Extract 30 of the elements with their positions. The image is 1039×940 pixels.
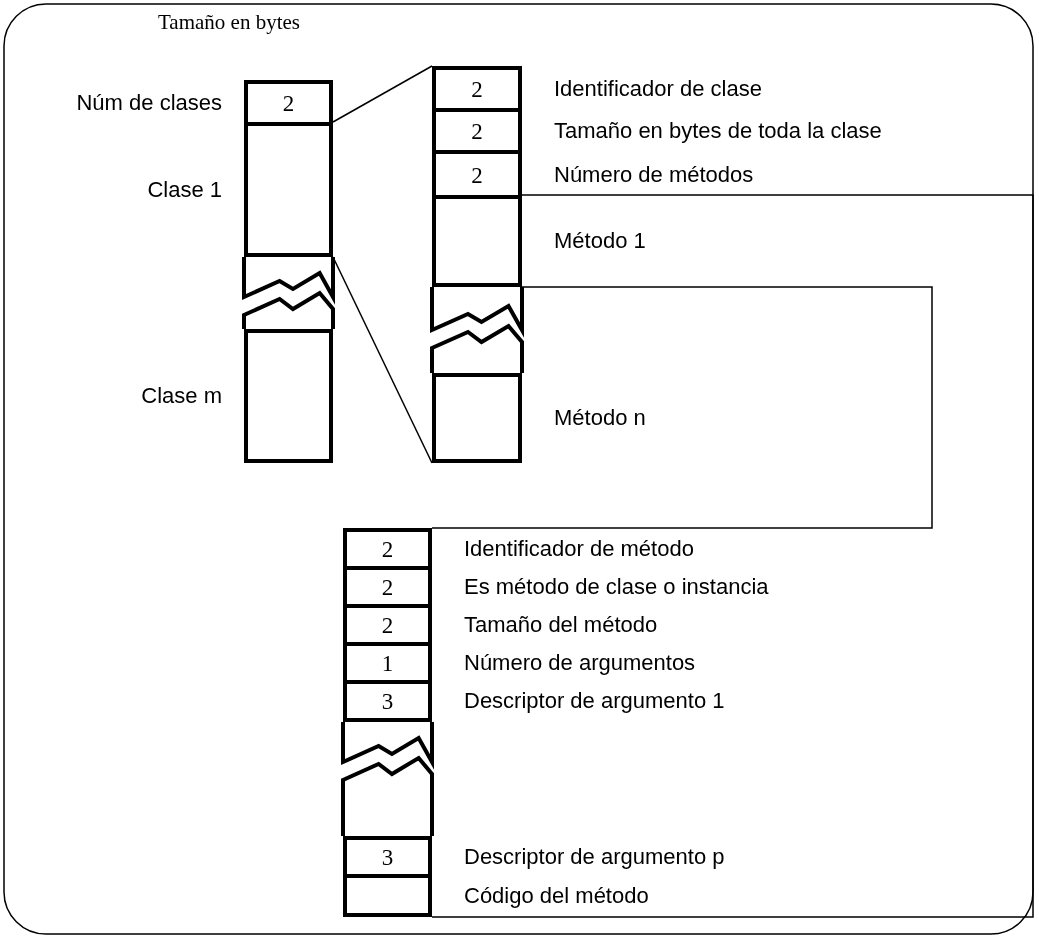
field-label: Método 1 <box>554 228 646 254</box>
byte-count: 2 <box>381 537 394 561</box>
field-label: Clase 1 <box>147 177 222 202</box>
field-label: Código del método <box>464 883 649 908</box>
byte-count: 2 <box>381 613 394 637</box>
byte-count: 1 <box>381 651 394 675</box>
field-label: Es método de clase o instancia <box>464 574 769 600</box>
field-label: Descriptor de argumento 1 <box>464 688 725 714</box>
byte-count: 2 <box>471 119 483 143</box>
byte-count: 2 <box>471 163 483 186</box>
field-label: Identificador de clase <box>554 76 762 102</box>
field-label: Descriptor de argumento p <box>464 844 725 870</box>
byte-count: 2 <box>471 77 483 101</box>
field-label: Clase m <box>141 383 222 409</box>
byte-count: 3 <box>381 689 394 713</box>
field-label: Núm de clases <box>76 90 222 116</box>
expansion-line <box>431 194 1034 918</box>
expansion-line <box>431 286 933 529</box>
field-label: Tamaño en bytes de toda la clase <box>554 118 882 144</box>
column-heading: Tamaño en bytes <box>158 10 300 35</box>
field-label: Método n <box>554 405 646 431</box>
expansion-line <box>332 256 433 464</box>
byte-count: 2 <box>282 91 295 115</box>
field-label: Número de métodos <box>554 162 754 187</box>
field-label: Identificador de método <box>464 536 694 562</box>
byte-count: 3 <box>381 845 394 869</box>
field-label: Tamaño del método <box>464 612 658 638</box>
expansion-line <box>332 65 433 123</box>
byte-count: 2 <box>381 575 394 599</box>
field-label: Número de argumentos <box>464 650 696 676</box>
